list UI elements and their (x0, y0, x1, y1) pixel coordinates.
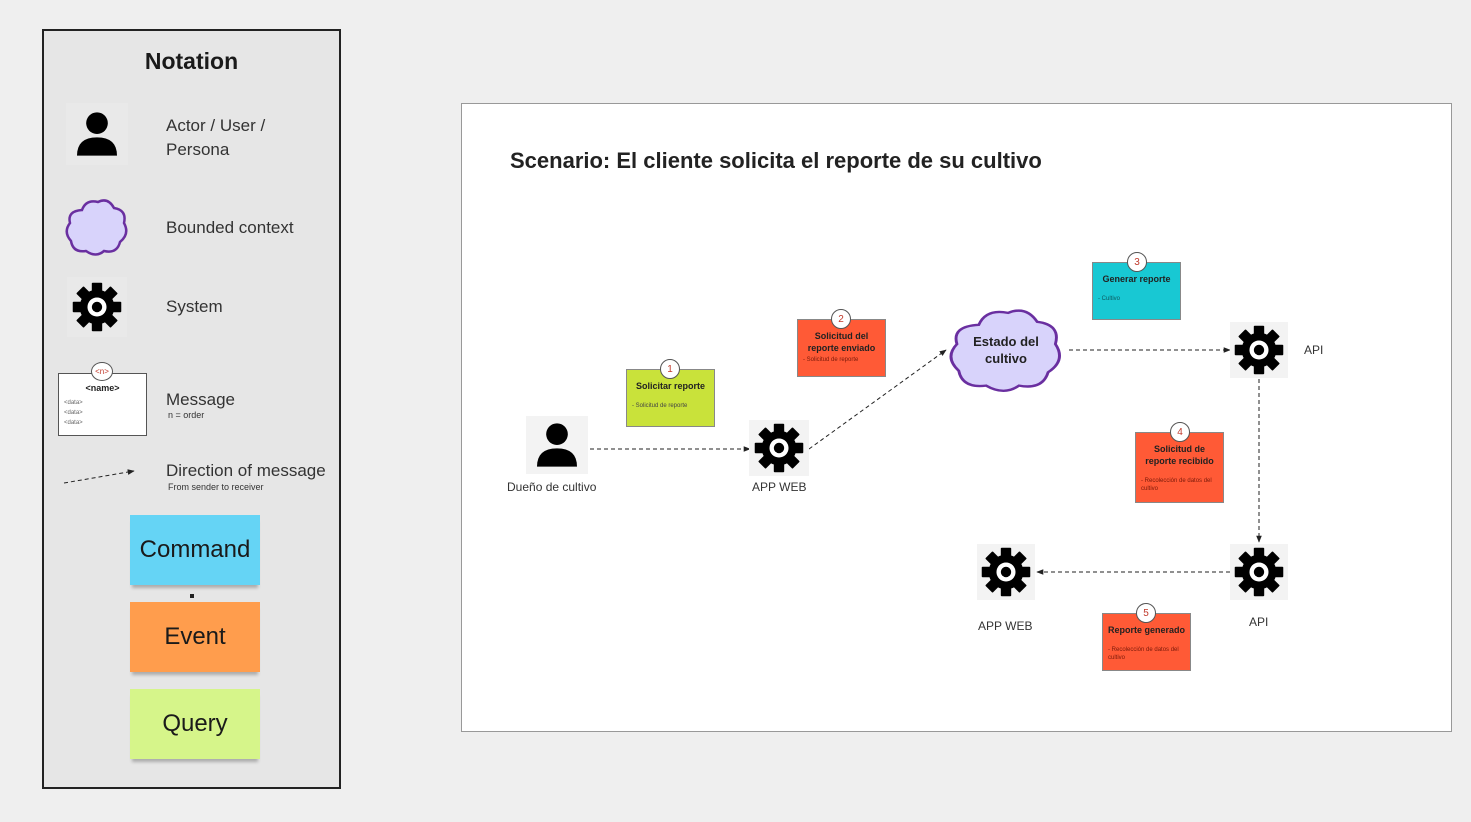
message-badge: 1 (660, 359, 680, 379)
message-note-1: Solicitar reporte - Solicitud de reporte (626, 369, 715, 427)
cloud-icon (946, 304, 1070, 396)
message-data-row: <data> (64, 400, 83, 406)
gear-icon (67, 277, 127, 337)
gear-icon (1230, 544, 1288, 600)
message-badge: 2 (831, 309, 851, 329)
api-label: API (1304, 343, 1324, 357)
message-data: - Solicitud de reporte (803, 357, 859, 363)
scenario-title: Scenario: El cliente solicita el reporte… (510, 148, 1042, 173)
small-arrow-mark (190, 594, 194, 598)
gear-icon (977, 544, 1035, 600)
message-data-row: <data> (64, 420, 83, 426)
system-label: System (166, 297, 223, 316)
message-title: Reporte generado (1107, 625, 1185, 635)
message-data-row: <data> (64, 410, 83, 416)
direction-label: Direction of message (166, 461, 326, 480)
message-sub: n = order (168, 410, 205, 420)
legend-title: Notation (144, 48, 239, 74)
message-title: Generar reporte (1102, 274, 1171, 284)
message-badge: 4 (1170, 422, 1190, 442)
bounded-context-label: Estado del cultivo (973, 334, 1039, 366)
message-title: Solicitud del reporte enviado (807, 331, 876, 353)
arrow-icon (60, 463, 140, 489)
message-title: Solicitar reporte (635, 381, 706, 391)
command-sticky: Command (130, 515, 260, 585)
direction-sub: From sender to receiver (168, 482, 264, 492)
connections-layer (590, 347, 1262, 575)
message-card-sample: <n> <name> <data> <data> <data> (58, 362, 147, 436)
message-data: - Recolección de datos del cultivo (1141, 478, 1212, 492)
api-label: API (1249, 615, 1269, 629)
bounded-context-label: Bounded context (166, 218, 294, 237)
message-badge: <n> (91, 362, 113, 381)
gear-icon (749, 420, 809, 476)
message-data: - Solicitud de reporte (632, 403, 688, 409)
flow-arrow (808, 349, 947, 450)
message-title: Solicitud de reporte recibido (1145, 444, 1214, 466)
scenario-frame: Scenario: El cliente solicita el reporte… (461, 103, 1452, 732)
app-web-label: APP WEB (752, 480, 807, 494)
message-badge: 3 (1127, 252, 1147, 272)
message-data: - Recolección de datos del cultivo (1108, 647, 1179, 661)
message-data: - Cultivo (1098, 296, 1121, 302)
message-badge: 5 (1136, 603, 1156, 623)
app-web-label: APP WEB (978, 619, 1033, 633)
message-name: <name> (85, 383, 120, 393)
message-note-4: Solicitud de reporte recibido - Recolecc… (1135, 432, 1224, 503)
actor-label: Dueño de cultivo (507, 480, 597, 494)
person-icon (526, 416, 588, 474)
event-sticky: Event (130, 602, 260, 672)
notation-panel: Notation Actor / User / Persona Bounded … (42, 29, 341, 789)
actor-label: Actor / User / Persona (166, 116, 266, 159)
person-icon (66, 103, 128, 165)
gear-icon (1230, 322, 1288, 378)
cloud-icon (64, 196, 132, 258)
query-sticky: Query (130, 689, 260, 759)
message-label: Message (166, 390, 235, 409)
